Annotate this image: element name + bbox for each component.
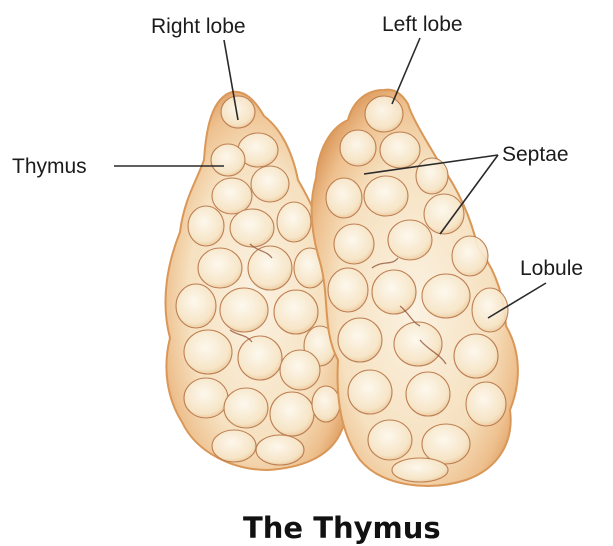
thymus-label: Thymus xyxy=(12,155,87,178)
left-lobe-label: Left lobe xyxy=(382,13,463,36)
lobule-label: Lobule xyxy=(520,257,583,280)
right-lobe-label: Right lobe xyxy=(151,15,246,38)
septae-label: Septae xyxy=(502,143,569,166)
right-lobe xyxy=(165,92,347,470)
left-lobe-leader xyxy=(392,38,420,104)
diagram-caption: The Thymus xyxy=(243,511,441,545)
